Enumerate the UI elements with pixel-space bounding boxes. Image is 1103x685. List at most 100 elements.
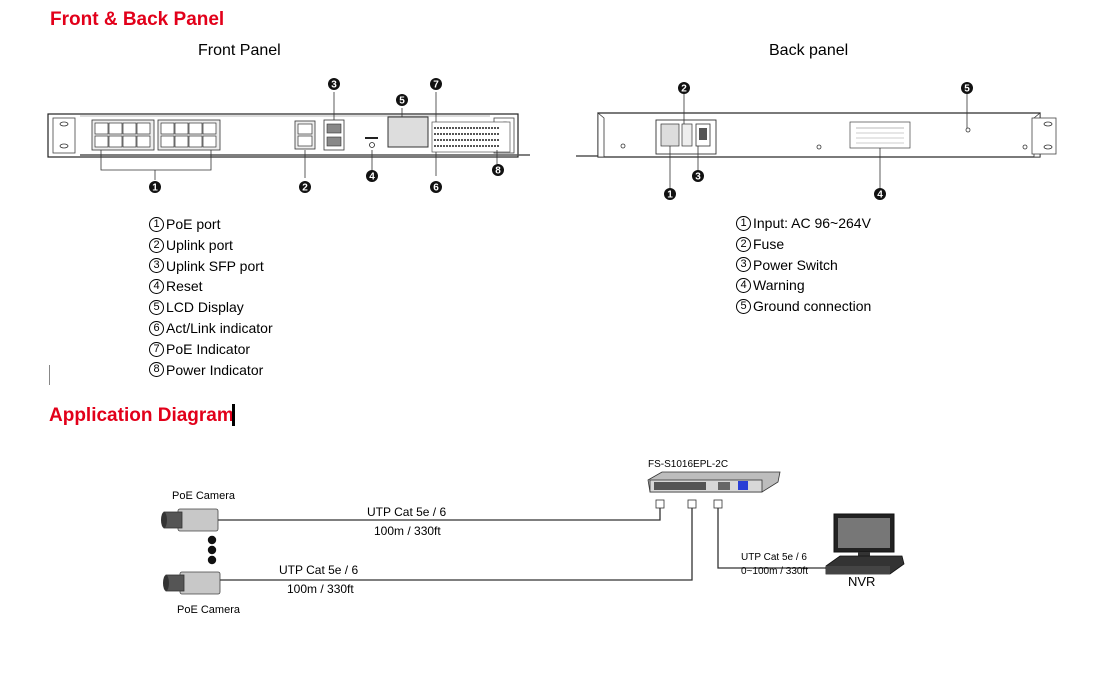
nvr-label: NVR bbox=[848, 574, 875, 589]
legend-number: 1 bbox=[149, 216, 164, 232]
back-callout-5 bbox=[961, 82, 973, 94]
link-nvr-length-label: 0~100m / 330ft bbox=[741, 566, 808, 577]
indicator-panel bbox=[431, 121, 511, 153]
poe-ports-group-right bbox=[157, 119, 221, 151]
legend-number: 3 bbox=[736, 257, 751, 273]
front-panel-drawing bbox=[47, 92, 530, 180]
front-callout-5 bbox=[396, 94, 408, 106]
back-panel-title: Back panel bbox=[769, 42, 849, 59]
front-callout-2 bbox=[299, 181, 311, 193]
legend-number: 5 bbox=[736, 299, 751, 315]
camera-top bbox=[161, 508, 219, 532]
front-callout-7-text: 7 bbox=[433, 80, 439, 91]
back-callout-2-text: 2 bbox=[681, 84, 687, 95]
front-left-ear bbox=[52, 117, 76, 154]
front-callout-1 bbox=[149, 181, 161, 193]
legend-number: 8 bbox=[149, 362, 164, 378]
legend-number: 4 bbox=[736, 278, 751, 294]
back-callouts: 1 2 3 4 5 bbox=[664, 82, 973, 201]
camera-bottom bbox=[163, 571, 221, 595]
poe-ports-group-left bbox=[91, 119, 155, 151]
link-top-cable-label: UTP Cat 5e / 6 bbox=[367, 505, 446, 519]
front-callout-2-text: 2 bbox=[302, 183, 308, 194]
application-section-title: Application Diagram bbox=[49, 405, 234, 426]
back-panel-drawing bbox=[576, 94, 1057, 188]
link-bottom-length-label: 100m / 330ft bbox=[287, 582, 354, 596]
legend-text: Uplink port bbox=[166, 236, 233, 253]
front-callout-6 bbox=[430, 181, 442, 193]
legend-number: 2 bbox=[149, 237, 164, 253]
front-callout-3-text: 3 bbox=[331, 80, 337, 91]
switch-label: FS-S1016EPL-2C bbox=[648, 459, 728, 470]
text-cursor bbox=[232, 404, 235, 426]
front-callout-3 bbox=[328, 78, 340, 90]
legend-text: Warning bbox=[753, 277, 805, 294]
switch-device bbox=[647, 471, 781, 493]
front-callout-5-text: 5 bbox=[399, 96, 405, 107]
front-legend-item: 1 PoE port bbox=[149, 214, 273, 235]
lcd-display bbox=[387, 116, 429, 148]
front-callout-1-text: 1 bbox=[152, 183, 158, 194]
application-diagram: FS-S1016EPL-2C PoE Camera PoE Camera UTP… bbox=[161, 459, 905, 616]
legend-text: Reset bbox=[166, 278, 203, 295]
cables bbox=[218, 504, 830, 581]
legend-text: Input: AC 96~264V bbox=[753, 215, 871, 231]
cable-nvr bbox=[717, 504, 830, 569]
nvr-device bbox=[825, 513, 905, 575]
front-callout-8 bbox=[492, 164, 504, 176]
front-callout-4 bbox=[366, 170, 378, 182]
legend-number: 1 bbox=[736, 215, 751, 231]
ellipsis-dot bbox=[207, 545, 217, 555]
legend-text: PoE Indicator bbox=[166, 340, 251, 357]
uplink-ports bbox=[294, 120, 316, 150]
legend-text: Power Indicator bbox=[166, 361, 264, 378]
legend-text: Ground connection bbox=[753, 298, 872, 315]
ellipsis-dot bbox=[207, 535, 217, 545]
front-callout-7 bbox=[430, 78, 442, 90]
ellipsis-dot bbox=[207, 555, 217, 565]
back-callout-3 bbox=[692, 170, 704, 182]
back-callout-4 bbox=[874, 188, 886, 200]
link-nvr-cable-label: UTP Cat 5e / 6 bbox=[741, 552, 807, 563]
legend-text: Act/Link indicator bbox=[166, 319, 273, 336]
legend-text: LCD Display bbox=[166, 299, 244, 316]
front-callout-8-text: 8 bbox=[495, 166, 501, 177]
panel-section-title: Front & Back Panel bbox=[50, 9, 225, 30]
back-callout-4-text: 4 bbox=[877, 190, 883, 201]
camera-bottom-label: PoE Camera bbox=[177, 604, 241, 616]
back-callout-5-text: 5 bbox=[964, 84, 970, 95]
back-callout-1 bbox=[664, 188, 676, 200]
uplink-sfp-ports bbox=[323, 119, 345, 151]
link-top-length-label: 100m / 330ft bbox=[374, 524, 441, 538]
margin-mark bbox=[49, 365, 50, 385]
legend-number: 7 bbox=[149, 341, 164, 357]
legend-number: 2 bbox=[736, 236, 751, 252]
back-legend-item: 1 Input: AC 96~264V bbox=[736, 213, 871, 234]
front-callouts: 1 2 3 4 5 6 7 8 bbox=[149, 78, 504, 194]
legend-text: Fuse bbox=[753, 235, 785, 252]
legend-number: 5 bbox=[149, 300, 164, 316]
back-callout-1-text: 1 bbox=[667, 190, 673, 201]
legend-text: PoE port bbox=[166, 216, 221, 232]
legend-text: Power Switch bbox=[753, 256, 838, 273]
link-bottom-cable-label: UTP Cat 5e / 6 bbox=[279, 563, 358, 577]
cable-bottom bbox=[220, 504, 693, 581]
back-callout-3-text: 3 bbox=[695, 172, 701, 183]
back-callout-2 bbox=[678, 82, 690, 94]
legend-text: Uplink SFP port bbox=[166, 257, 264, 274]
power-input-socket bbox=[655, 119, 717, 155]
camera-top-label: PoE Camera bbox=[172, 490, 236, 502]
front-panel-title: Front Panel bbox=[198, 42, 281, 59]
